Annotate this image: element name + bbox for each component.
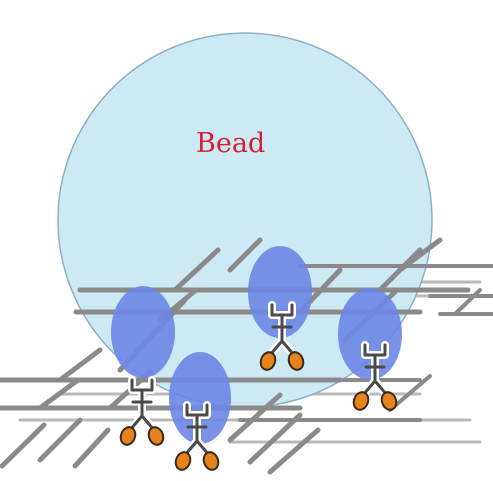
filament [37, 417, 83, 463]
filament [397, 237, 443, 273]
filament [267, 427, 321, 475]
motor-linker [183, 403, 211, 457]
motor-foot [352, 391, 370, 411]
motor-head [111, 286, 175, 378]
filament [0, 422, 47, 469]
filament [227, 392, 283, 443]
bead-label: Bead [196, 128, 266, 159]
motor-foot [259, 351, 277, 371]
motor-foot [147, 426, 165, 446]
filament [72, 427, 111, 469]
motor-foot [287, 351, 305, 371]
motors [111, 246, 402, 471]
motor [169, 352, 231, 471]
motor-linker [268, 303, 296, 357]
motor-head [169, 352, 231, 444]
motor-foot [202, 451, 220, 471]
filament [247, 412, 303, 465]
filament [172, 247, 221, 293]
motor-foot [380, 391, 398, 411]
filament [453, 288, 482, 316]
filament [37, 377, 81, 411]
motor [111, 286, 175, 446]
motor-linker [128, 378, 156, 432]
filament [227, 237, 263, 273]
motor-linker [361, 343, 389, 397]
filament [57, 347, 103, 383]
motor-foot [119, 426, 137, 446]
filament-network [0, 237, 493, 475]
motor [248, 246, 312, 371]
motor-foot [174, 451, 192, 471]
motor [338, 288, 402, 411]
